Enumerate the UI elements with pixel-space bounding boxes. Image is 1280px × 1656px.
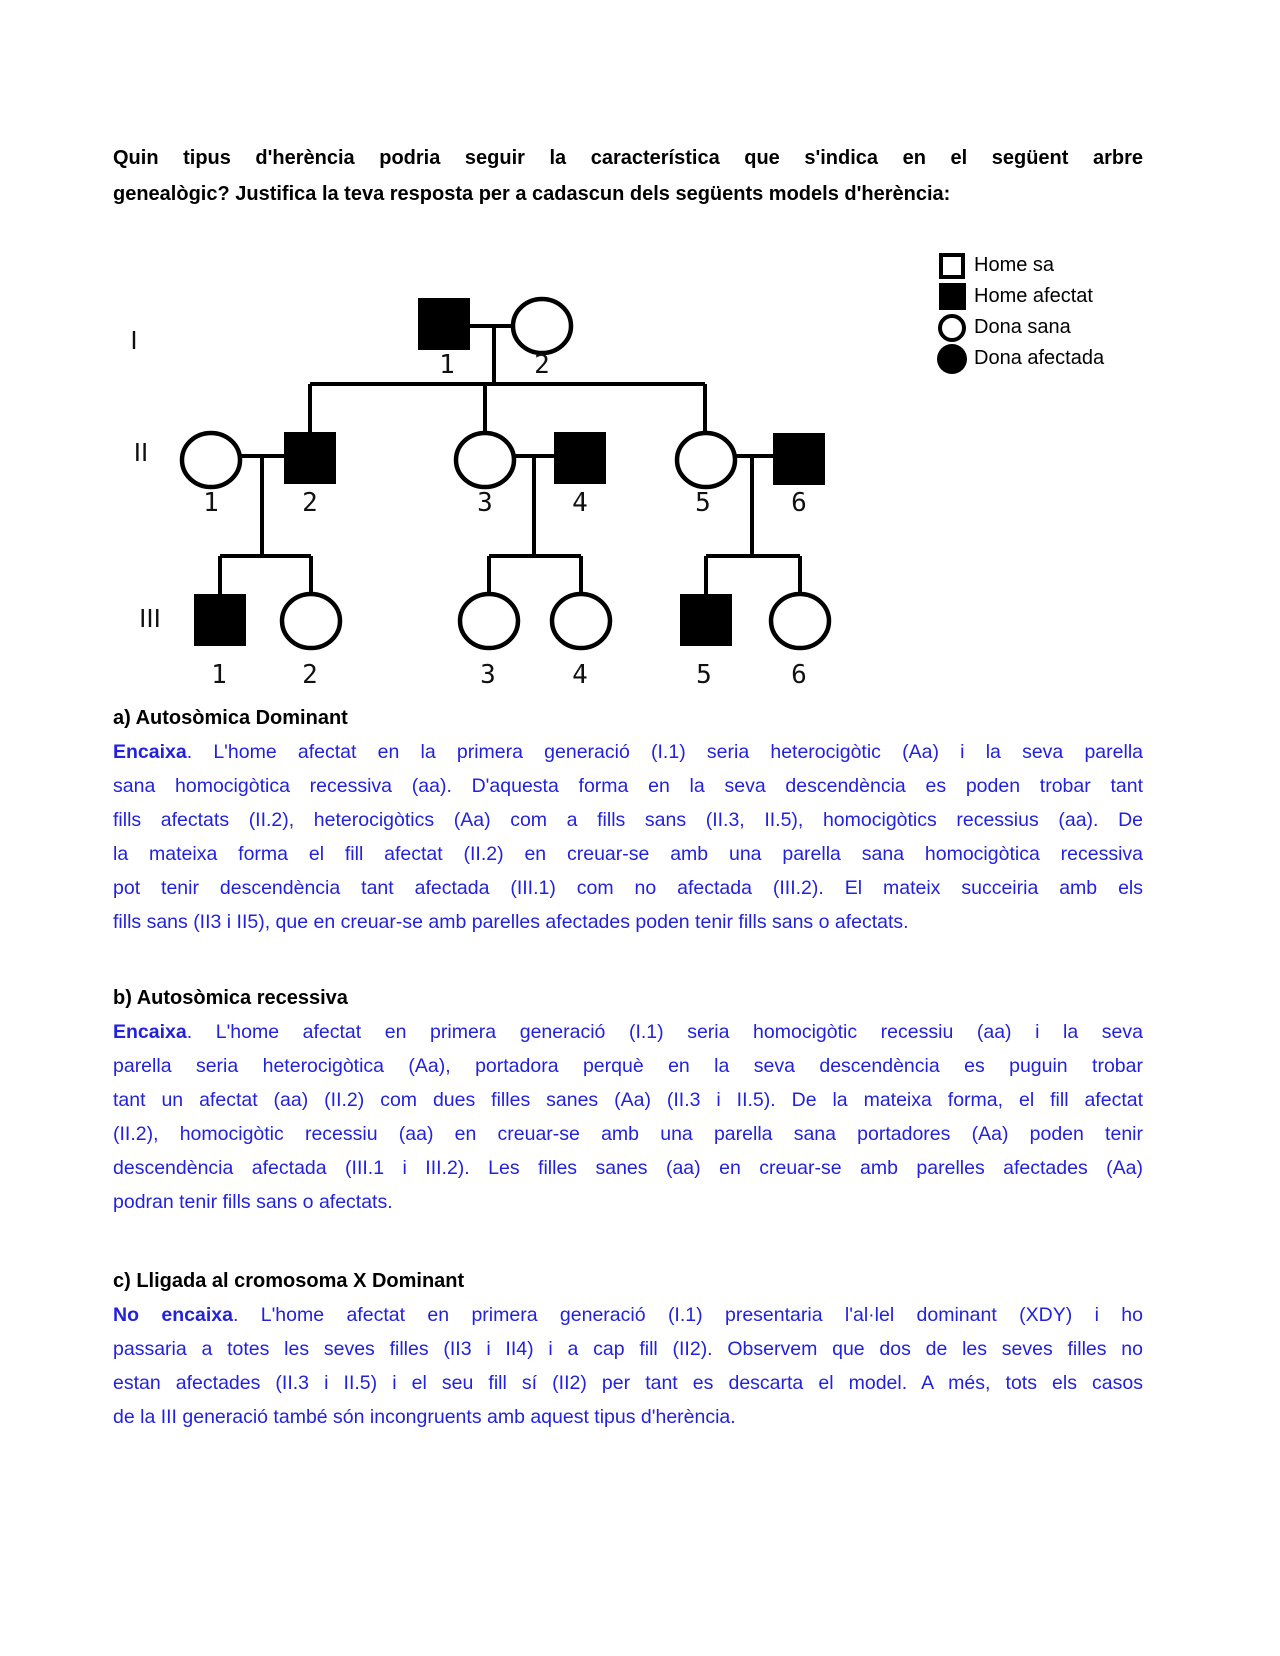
- section-a-paragraph: Encaixa. L'home afectat en la primera ge…: [113, 735, 1143, 939]
- generation-label-II: II: [134, 437, 148, 467]
- paragraph-line: de la III generació també són incongruen…: [113, 1406, 736, 1428]
- legend-label: Dona sana: [974, 316, 1071, 338]
- individual-number-I.2: 2: [534, 350, 550, 380]
- individual-number-II.3: 3: [477, 488, 493, 518]
- question-title: Quin tipus d'herència podria seguir la c…: [113, 140, 1143, 212]
- individual-III.6: [768, 591, 832, 651]
- section-b-heading: b) Autosòmica recessiva: [113, 987, 348, 1009]
- individual-number-II.6: 6: [791, 488, 807, 518]
- individual-number-I.1: 1: [439, 350, 455, 380]
- paragraph-line: No encaixa. L'home afectat en primera ge…: [113, 1304, 1143, 1326]
- individual-I.1: [418, 298, 470, 350]
- individual-II.6: [773, 433, 825, 485]
- section-c-paragraph: No encaixa. L'home afectat en primera ge…: [113, 1298, 1143, 1434]
- individual-III.3: [457, 591, 521, 651]
- generation-label-III: III: [139, 603, 161, 633]
- answers: a) Autosòmica Dominant Encaixa. L'home a…: [113, 701, 1143, 1434]
- answer-verdict: Encaixa: [113, 741, 187, 763]
- individual-number-II.5: 5: [695, 488, 711, 518]
- question-title-line-2: genealògic? Justifica la teva resposta p…: [113, 183, 951, 205]
- section-autosomica-recessiva: b) Autosòmica recessiva Encaixa. L'home …: [113, 981, 1143, 1219]
- individual-number-III.2: 2: [302, 660, 318, 690]
- legend-item: Home sa: [936, 250, 1104, 281]
- individual-number-III.6: 6: [791, 660, 807, 690]
- square-open-icon: [936, 252, 968, 279]
- circle-open-icon: [936, 313, 968, 342]
- question-title-line-1: Quin tipus d'herència podria seguir la c…: [113, 147, 1143, 169]
- paragraph-line: descendència afectada (III.1 i III.2). L…: [113, 1157, 1143, 1179]
- individual-II.4: [554, 432, 606, 484]
- paragraph-line: (II.2), homocigòtic recessiu (aa) en cre…: [113, 1123, 1143, 1145]
- square-filled-icon: [936, 283, 968, 310]
- paragraph-line: pot tenir descendència tant afectada (II…: [113, 877, 1143, 899]
- individual-number-III.3: 3: [480, 660, 496, 690]
- paragraph-line: la mateixa forma el fill afectat (II.2) …: [113, 843, 1143, 865]
- individual-number-III.1: 1: [211, 660, 227, 690]
- paragraph-line: estan afectades (II.3 i II.5) i el seu f…: [113, 1372, 1143, 1394]
- section-c-heading: c) Lligada al cromosoma X Dominant: [113, 1270, 465, 1292]
- individual-II.1: [179, 430, 243, 490]
- paragraph-line: fills sans (II3 i II5), que en creuar-se…: [113, 911, 909, 933]
- individual-I.2: [510, 296, 574, 356]
- legend-label: Dona afectada: [974, 347, 1105, 369]
- paragraph-line: tant un afectat (aa) (II.2) com dues fil…: [113, 1089, 1143, 1111]
- individual-II.5: [674, 430, 738, 490]
- legend-item: Home afectat: [936, 281, 1104, 312]
- paragraph-line: sana homocigòtica recessiva (aa). D'aque…: [113, 775, 1143, 797]
- answer-verdict: No encaixa: [113, 1304, 233, 1326]
- paragraph-line: Encaixa. L'home afectat en primera gener…: [113, 1021, 1143, 1043]
- legend-item: Dona afectada: [936, 343, 1104, 374]
- individual-III.5: [680, 594, 732, 646]
- section-a-heading: a) Autosòmica Dominant: [113, 707, 348, 729]
- legend-label: Home sa: [974, 254, 1055, 276]
- section-b-paragraph: Encaixa. L'home afectat en primera gener…: [113, 1015, 1143, 1219]
- legend-label: Home afectat: [974, 285, 1093, 307]
- individual-number-III.5: 5: [696, 660, 712, 690]
- paragraph-line: Encaixa. L'home afectat en la primera ge…: [113, 741, 1143, 763]
- answer-verdict: Encaixa: [113, 1021, 187, 1043]
- individual-III.1: [194, 594, 246, 646]
- individual-III.2: [279, 591, 343, 651]
- individual-number-II.2: 2: [302, 488, 318, 518]
- section-autosomica-dominant: a) Autosòmica Dominant Encaixa. L'home a…: [113, 701, 1143, 939]
- individual-number-II.4: 4: [572, 488, 588, 518]
- individual-number-III.4: 4: [572, 660, 588, 690]
- legend-item: Dona sana: [936, 312, 1104, 343]
- individual-II.2: [284, 432, 336, 484]
- paragraph-line: fills afectats (II.2), heterocigòtics (A…: [113, 809, 1143, 831]
- paragraph-line: podran tenir fills sans o afectats.: [113, 1191, 393, 1213]
- individual-number-II.1: 1: [203, 488, 219, 518]
- circle-filled-icon: [936, 343, 968, 374]
- paragraph-line: parella seria heterocigòtica (Aa), porta…: [113, 1055, 1143, 1077]
- individual-II.3: [453, 430, 517, 490]
- paragraph-line: passaria a totes les seves filles (II3 i…: [113, 1338, 1143, 1360]
- generation-label-I: I: [130, 325, 137, 355]
- individual-III.4: [549, 591, 613, 651]
- section-lligada-x-dominant: c) Lligada al cromosoma X Dominant No en…: [113, 1264, 1143, 1434]
